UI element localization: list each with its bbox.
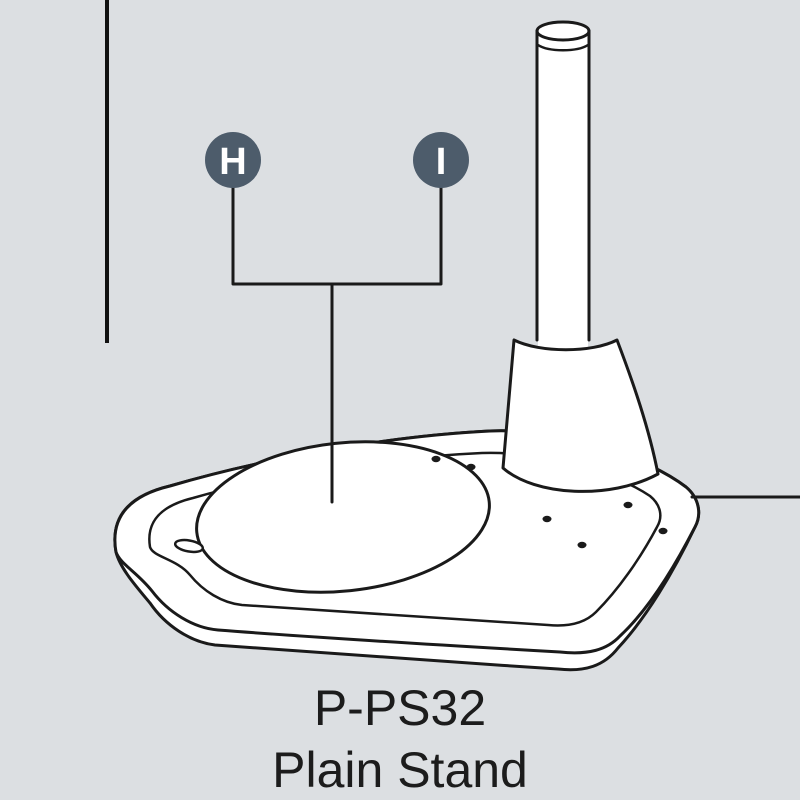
hole-dot bbox=[466, 463, 476, 471]
pillar bbox=[535, 20, 591, 351]
callout-label-h: H bbox=[205, 132, 261, 188]
label-letter-i: I bbox=[436, 141, 447, 183]
label-circle-i bbox=[413, 132, 469, 188]
base-tab bbox=[173, 538, 205, 554]
pillar-mount-cone bbox=[501, 338, 660, 493]
product-model: P-PS32 bbox=[314, 680, 486, 736]
pillar-top-cap bbox=[535, 20, 591, 42]
hole-dot bbox=[577, 541, 587, 549]
stage-disc bbox=[195, 440, 491, 594]
mounting-holes bbox=[431, 455, 668, 549]
pillar-body-fill bbox=[538, 31, 588, 351]
hole-dot bbox=[658, 527, 668, 535]
callout-label-i: I bbox=[413, 132, 469, 188]
hole-dot bbox=[542, 515, 552, 523]
pillar-collar bbox=[536, 43, 590, 52]
label-circle-h bbox=[205, 132, 261, 188]
label-letter-h: H bbox=[219, 141, 246, 183]
hole-dot bbox=[431, 455, 441, 463]
pillar-body-sides bbox=[535, 29, 591, 342]
product-name: Plain Stand bbox=[272, 742, 528, 798]
hole-dot bbox=[623, 501, 633, 509]
callout-bracket bbox=[231, 186, 443, 504]
